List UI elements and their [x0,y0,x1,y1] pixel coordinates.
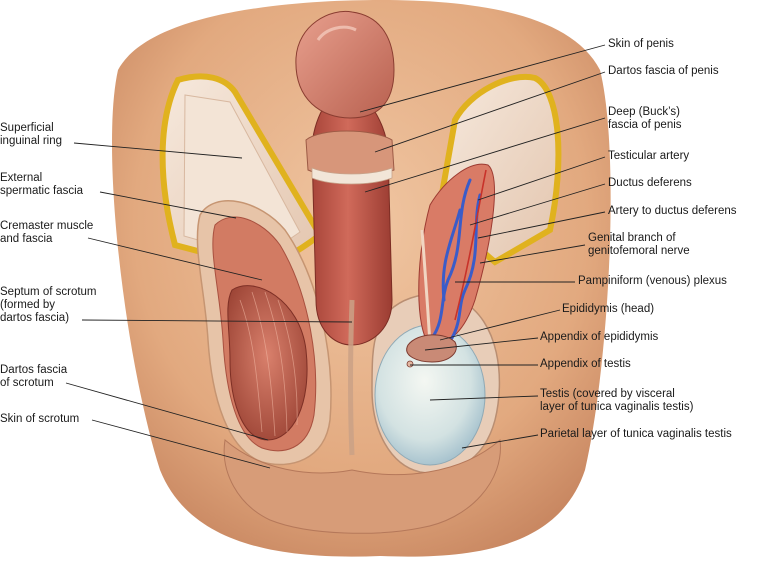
label-pampiniform-plexus: Pampiniform (venous) plexus [578,275,727,287]
dartos-fascia-ring [311,167,393,185]
label-superficial-inguinal-ring: Superficial inguinal ring [0,122,63,147]
label-genital-branch-genitofemoral-nerve: Genital branch of genitofemoral nerve [588,232,690,257]
label-ductus-deferens: Ductus deferens [608,177,692,189]
leader-lines-right [359,44,606,449]
label-cremaster-muscle-and-fascia: Cremaster muscle and fascia [0,220,94,245]
label-artery-to-ductus-deferens: Artery to ductus deferens [608,205,737,217]
glans-highlight [316,25,357,41]
appendix-of-testis-dot [406,360,414,368]
ductus-deferens-vessel [420,229,432,346]
label-skin-of-scrotum: Skin of scrotum [0,413,80,425]
label-dartos-fascia-of-penis: Dartos fascia of penis [608,65,719,77]
label-external-spermatic-fascia: External spermatic fascia [0,172,84,197]
lower-scrotal-skin [223,439,501,534]
left-muscle-striations [239,291,298,437]
label-appendix-of-epididymis: Appendix of epididymis [540,331,659,343]
scrotal-septum [348,299,355,456]
leader-lines-left [65,142,353,469]
label-septum-of-scrotum: Septum of scrotum (formed by dartos fasc… [0,286,97,324]
label-testicular-artery: Testicular artery [608,150,690,162]
label-dartos-fascia-of-scrotum: Dartos fascia of scrotum [0,364,68,389]
label-deep-bucks-fascia: Deep (Buck’s) fascia of penis [608,106,682,131]
label-epididymis-head: Epididymis (head) [562,303,655,315]
label-parietal-layer-tunica-vaginalis: Parietal layer of tunica vaginalis testi… [540,428,732,440]
testicular-artery-vessel [454,169,487,321]
label-skin-of-penis: Skin of penis [608,38,674,50]
label-appendix-of-testis: Appendix of testis [540,358,631,370]
epididymis-head-shape [406,334,457,363]
penile-skin-ring [305,130,395,177]
label-testis: Testis (covered by visceral layer of tun… [540,388,694,413]
